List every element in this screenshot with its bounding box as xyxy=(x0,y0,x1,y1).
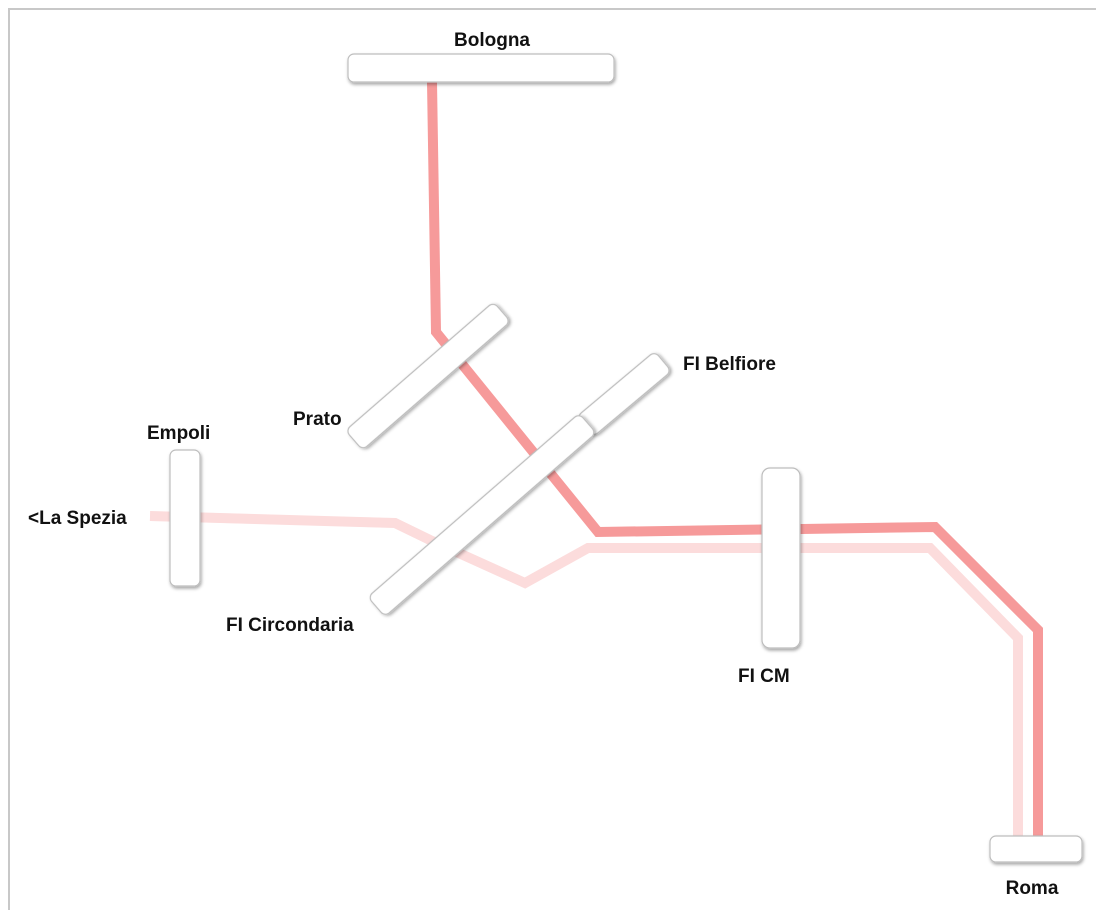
station-bar-roma[interactable] xyxy=(989,835,1083,863)
rail-line-secondary xyxy=(149,511,1023,840)
station-label-prato: Prato xyxy=(293,409,342,430)
station-label-la-spezia: <La Spezia xyxy=(28,508,127,529)
rail-line-primary xyxy=(427,81,1043,840)
station-label-fi-circondaria: FI Circondaria xyxy=(226,615,354,636)
station-bar-fi-belfiore[interactable] xyxy=(577,351,672,436)
diagram-frame xyxy=(8,8,1096,910)
station-label-bologna: Bologna xyxy=(454,30,530,51)
station-bar-prato[interactable] xyxy=(346,302,511,450)
station-bar-fi-cm[interactable] xyxy=(761,467,801,649)
station-label-fi-cm: FI CM xyxy=(738,666,790,687)
station-bar-bologna[interactable] xyxy=(347,53,615,83)
station-bar-fi-circondaria[interactable] xyxy=(368,413,596,616)
station-label-roma: Roma xyxy=(1006,878,1059,899)
station-label-fi-belfiore: FI Belfiore xyxy=(683,354,776,375)
station-bar-empoli[interactable] xyxy=(169,449,201,587)
station-label-empoli: Empoli xyxy=(147,423,210,444)
